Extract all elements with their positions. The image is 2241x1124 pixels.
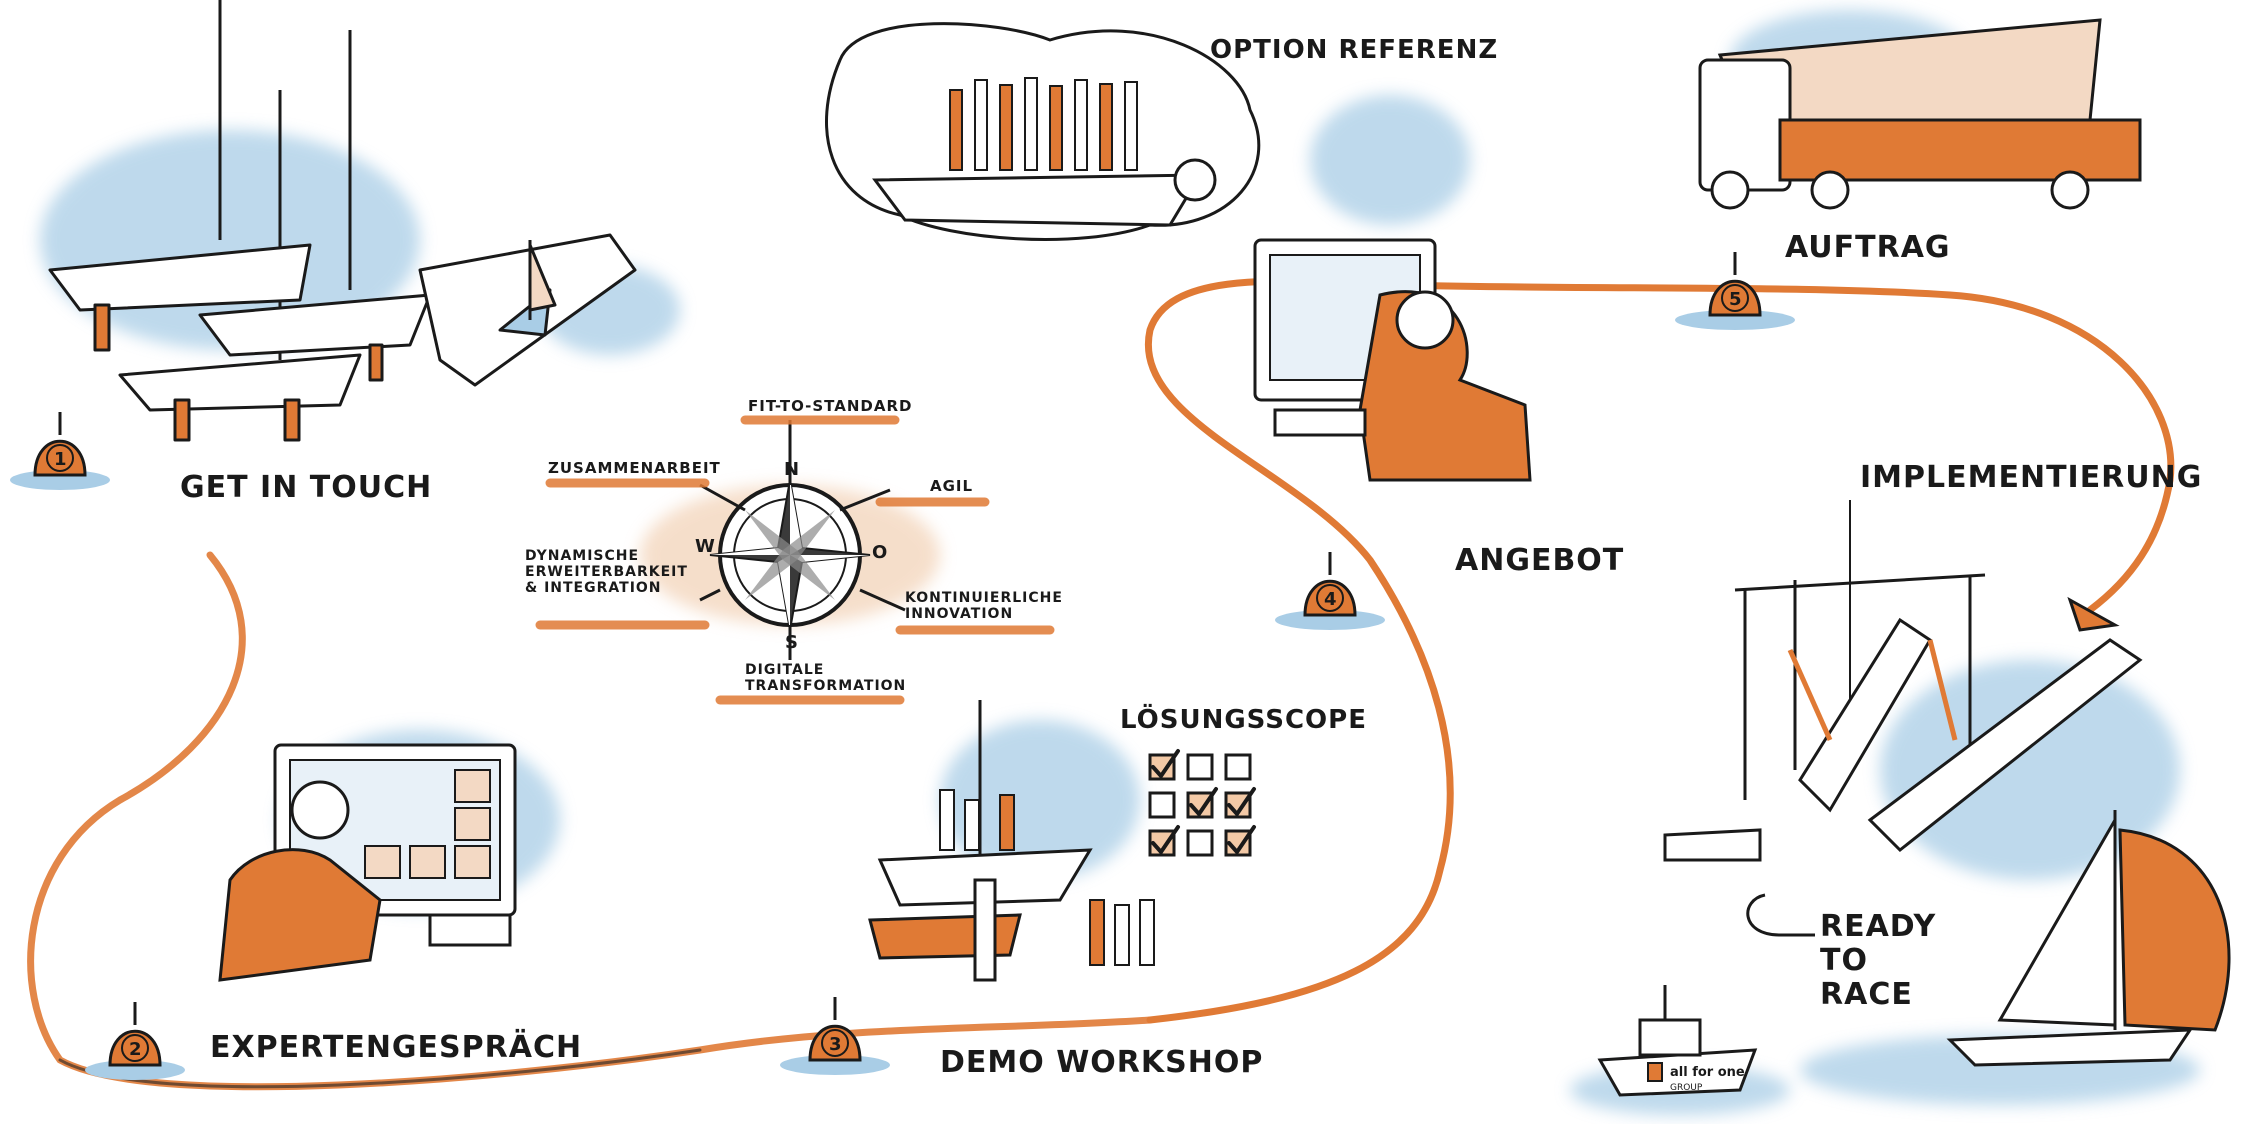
scope-checkbox-grid — [1148, 749, 1256, 857]
implementierung-label: IMPLEMENTIERUNG — [1860, 460, 2203, 495]
compass-left-value: DYNAMISCHE ERWEITERBARKEIT & INTEGRATION — [525, 548, 688, 596]
compass-top-value: FIT-TO-STANDARD — [748, 397, 913, 415]
person-at-computer-illustration — [1253, 238, 1532, 482]
check-icon — [1151, 825, 1180, 856]
compass-north-label: N — [784, 459, 799, 480]
video-call-illustration — [218, 743, 517, 982]
path-arrow-icon — [2067, 596, 2120, 632]
step-1-label: GET IN TOUCH — [180, 470, 433, 505]
check-icon — [1227, 787, 1256, 818]
truck-transport-illustration — [1698, 18, 2142, 210]
step-3-label: DEMO WORKSHOP — [940, 1045, 1264, 1080]
scope-checkbox — [1186, 829, 1214, 857]
compass-top-right-value: AGIL — [930, 477, 974, 495]
check-icon — [1189, 787, 1218, 818]
scope-checkbox — [1224, 753, 1252, 781]
all-for-one-boat-illustration — [1597, 985, 1758, 1097]
step-5-label: AUFTRAG — [1785, 230, 1951, 265]
check-icon — [1227, 825, 1256, 856]
compass-south-label: S — [785, 632, 798, 653]
buoy-1-number: 1 — [54, 449, 67, 470]
buoy-5 — [1675, 252, 1795, 330]
compass-bottom-value: DIGITALE TRANSFORMATION — [745, 662, 907, 694]
losungsscope-label: LÖSUNGSSCOPE — [1120, 705, 1367, 735]
option-referenz-label: OPTION REFERENZ — [1210, 35, 1499, 65]
sailboat-spinnaker-illustration — [1946, 810, 2231, 1067]
boats-on-dock-illustration — [48, 0, 637, 442]
buoy-3-number: 3 — [829, 1034, 842, 1055]
boat-brand-sub-text: GROUP — [1670, 1083, 1703, 1093]
compass-right-value: KONTINUIERLICHE INNOVATION — [905, 590, 1063, 622]
boat-brand-text: all for one — [1670, 1065, 1745, 1080]
buoy-4-number: 4 — [1324, 589, 1337, 610]
scope-checkbox — [1186, 791, 1214, 819]
buoy-4 — [1275, 552, 1385, 630]
check-icon — [1151, 749, 1180, 780]
compass-west-label: W — [695, 536, 715, 557]
buoy-3 — [780, 997, 890, 1075]
buoy-5-number: 5 — [1729, 289, 1742, 310]
buoy-2-number: 2 — [129, 1039, 142, 1060]
buoy-2 — [85, 1002, 185, 1080]
workshop-boat-illustration — [868, 700, 1155, 982]
compass-east-label: O — [872, 542, 887, 563]
step-2-label: EXPERTENGESPRÄCH — [210, 1030, 583, 1065]
scope-checkbox — [1148, 791, 1176, 819]
ready-to-race-label: READY TO RACE — [1820, 909, 1937, 1012]
crew-on-boat-illustration — [825, 22, 1261, 241]
compass-top-left-value: ZUSAMMENARBEIT — [548, 459, 721, 477]
ready-bracket — [1746, 893, 1815, 937]
travel-lift-illustration — [1663, 500, 2143, 862]
step-4-label: ANGEBOT — [1455, 543, 1625, 578]
scope-checkbox — [1186, 753, 1214, 781]
compass-illustration — [535, 415, 1055, 705]
scope-checkbox — [1148, 753, 1176, 781]
buoy-1 — [10, 412, 110, 490]
